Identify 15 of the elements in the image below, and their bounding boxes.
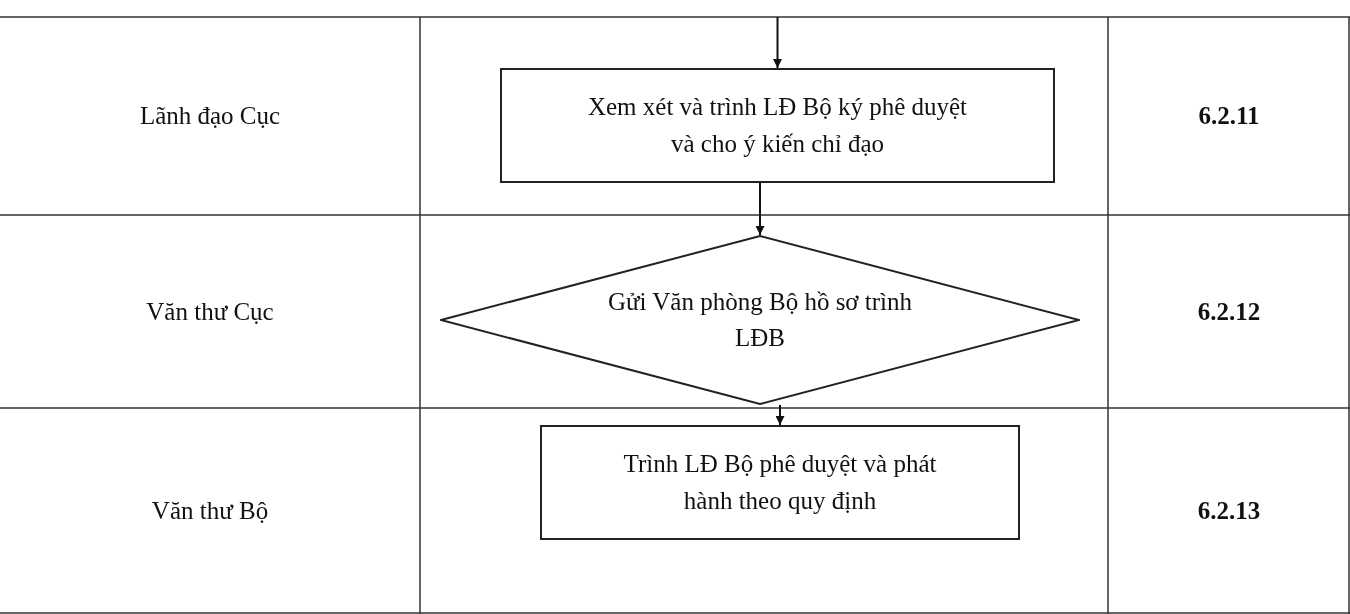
process-box <box>540 425 1020 540</box>
arrow <box>775 404 785 426</box>
step-text: Xem xét và trình LĐ Bộ ký phê duyệt và cho ý kiến chỉ đạo <box>586 92 969 159</box>
step-number: 6.2.13 <box>1197 497 1261 525</box>
step-text: Gửi Văn phòng Bộ hồ sơ trình LĐB <box>606 286 914 353</box>
step-number: 6.2.11 <box>1198 102 1260 130</box>
step-number: 6.2.12 <box>1197 297 1261 326</box>
arrow <box>773 16 782 69</box>
step-text: Trình LĐ Bộ phê duyệt và phát hành theo quy định <box>622 449 938 516</box>
arrow <box>755 182 765 236</box>
process-box <box>500 68 1055 183</box>
lane-name: Văn thư Bộ <box>151 497 269 525</box>
lane-name: Lãnh đạo Cục <box>139 102 281 130</box>
decision-diamond <box>440 235 1080 405</box>
lane-name: Văn thư Cục <box>146 297 274 326</box>
